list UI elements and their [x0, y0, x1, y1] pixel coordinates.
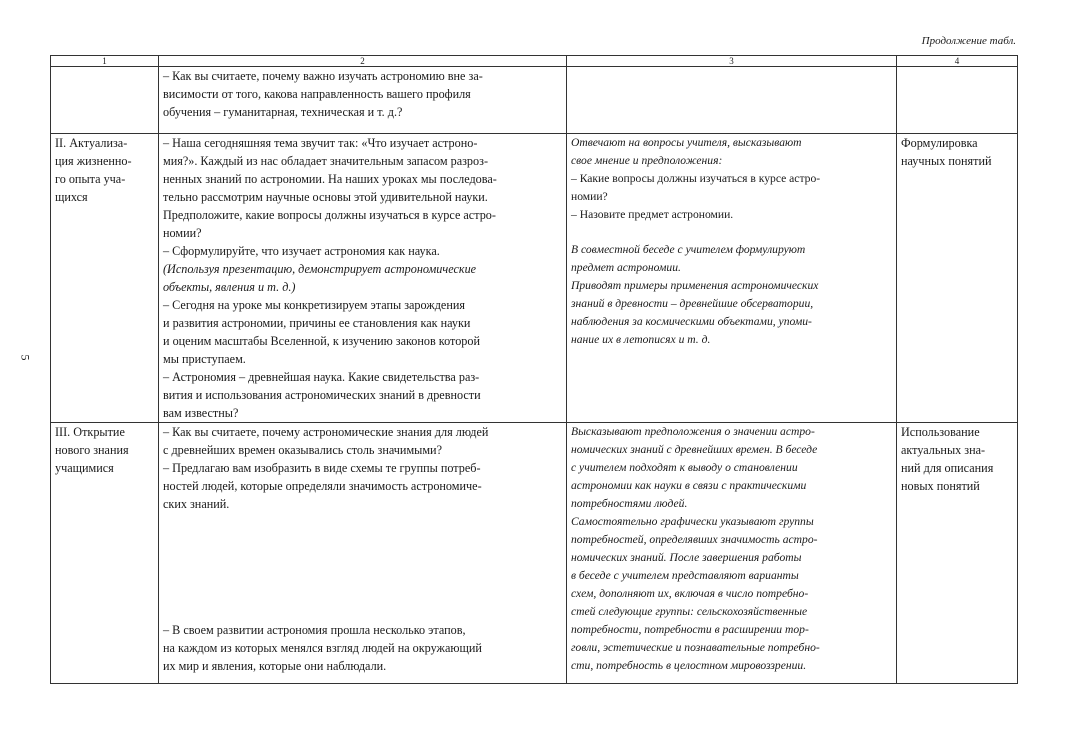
header-cell: 3 [566, 55, 897, 67]
text-line: Приводят примеры применения астрономичес… [571, 279, 819, 292]
text-line: – Как вы считаете, почему важно изучать … [163, 69, 483, 83]
text-line: новых понятий [901, 479, 980, 493]
text-line: номии? [163, 226, 202, 240]
text-line: знаний в древности – древнейшие обсерват… [571, 297, 814, 310]
text-line: потребности, потребности в расширении то… [571, 623, 809, 636]
text-line: астрономии как науки в связи с практичес… [571, 479, 807, 492]
text-line: – Предлагаю вам изобразить в виде схемы … [163, 461, 481, 475]
text-line: стей следующие группы: сельскохозяйствен… [571, 605, 808, 618]
teacher-cell: – Наша сегодняшняя тема звучит так: «Что… [158, 133, 567, 423]
text-line: потребностями людей. [571, 497, 688, 510]
text-line: ция жизненно- [55, 154, 132, 168]
stage-cell [50, 66, 159, 134]
text-line: их мир и явления, которые они наблюдали. [163, 659, 387, 673]
text-line: Использование [901, 425, 980, 439]
text-line: обучения – гуманитарная, техническая и т… [163, 105, 403, 119]
text-line: научных понятий [901, 154, 992, 168]
text-line: – Как вы считаете, почему астрономически… [163, 425, 489, 439]
text-line: – Сегодня на уроке мы конкретизируем эта… [163, 298, 465, 312]
text-line: с древнейших времен оказывались столь зн… [163, 443, 442, 457]
page-number: 5 [18, 354, 33, 361]
text-line: сти, потребность в целостном мировоззрен… [571, 659, 807, 672]
text-line: и оценим масштабы Вселенной, к изучению … [163, 334, 481, 348]
text-line: вам известны? [163, 406, 239, 420]
text-line: потребностей, определявших значимость ас… [571, 533, 818, 546]
text-line: на каждом из которых менялся взгляд люде… [163, 641, 482, 655]
table-row: III. Открытие нового знания учащимися – … [50, 422, 1018, 684]
header-cell: 2 [158, 55, 567, 67]
text-line: – Назовите предмет астрономии. [571, 208, 734, 221]
text-line: висимости от того, какова направленность… [163, 87, 471, 101]
text-line: говли, эстетические и познавательные пот… [571, 641, 820, 654]
text-line: Предположите, какие вопросы должны изуча… [163, 208, 496, 222]
text-line: щихся [55, 190, 88, 204]
text-line: – Астрономия – древнейшая наука. Какие с… [163, 370, 480, 384]
text-line: Формулировка [901, 136, 978, 150]
text-line: и развития астрономии, причины ее станов… [163, 316, 471, 330]
table-row: – Как вы считаете, почему важно изучать … [50, 66, 1018, 134]
table-row: II. Актуализа- ция жизненно- го опыта уч… [50, 133, 1018, 423]
teacher-cell: – Как вы считаете, почему астрономически… [158, 422, 567, 684]
header-cell: 1 [50, 55, 159, 67]
header-row: 1 2 3 4 [50, 55, 1018, 67]
text-line: объекты, явления и т. д.) [163, 280, 296, 294]
student-cell [566, 66, 897, 134]
text-line: нового знания [55, 443, 129, 457]
text-line: актуальных зна- [901, 443, 986, 457]
text-line: вития и использования астрономических зн… [163, 388, 481, 402]
stage-cell: II. Актуализа- ция жизненно- го опыта уч… [50, 133, 159, 423]
text-line: го опыта уча- [55, 172, 126, 186]
text-line: мия?». Каждый из нас обладает значительн… [163, 154, 488, 168]
text-line: номических знаний с древнейших времен. В… [571, 443, 818, 456]
text-line: Отвечают на вопросы учителя, высказывают [571, 136, 802, 149]
text-line: II. Актуализа- [55, 136, 128, 150]
result-cell [896, 66, 1018, 134]
continuation-label: Продолжение табл. [921, 35, 1016, 47]
text-line: номии? [571, 190, 608, 203]
teacher-cell: – Как вы считаете, почему важно изучать … [158, 66, 567, 134]
text-line: в беседе с учителем представляют вариант… [571, 569, 799, 582]
text-line: ностей людей, которые определяли значимо… [163, 479, 482, 493]
result-cell: Формулировка научных понятий [896, 133, 1018, 423]
text-line: III. Открытие [55, 425, 125, 439]
text-line: ний для описания [901, 461, 994, 475]
header-cell: 4 [896, 55, 1018, 67]
student-cell: Отвечают на вопросы учителя, высказывают… [566, 133, 897, 423]
lesson-table: 1 2 3 4 – Как вы считаете, почему важно … [50, 55, 1018, 684]
text-line: Самостоятельно графически указывают груп… [571, 515, 814, 528]
text-line: – Наша сегодняшняя тема звучит так: «Что… [163, 136, 478, 150]
stage-cell: III. Открытие нового знания учащимися [50, 422, 159, 684]
text-line: – Какие вопросы должны изучаться в курсе… [571, 172, 821, 185]
text-line: нание их в летописях и т. д. [571, 333, 711, 346]
text-line: тельно рассмотрим научные основы этой уд… [163, 190, 488, 204]
text-line: ненных знаний по астрономии. На наших ур… [163, 172, 497, 186]
text-line: схем, дополняют их, включая в число потр… [571, 587, 809, 600]
text-line: – В своем развитии астрономия прошла нес… [163, 623, 466, 637]
text-line: мы приступаем. [163, 352, 246, 366]
text-line: – Сформулируйте, что изучает астрономия … [163, 244, 440, 258]
text-line: номических знаний. После завершения рабо… [571, 551, 802, 564]
text-line: наблюдения за космическими объектами, уп… [571, 315, 812, 328]
text-line: свое мнение и предположения: [571, 154, 723, 167]
student-cell: Высказывают предположения о значении аст… [566, 422, 897, 684]
text-line: учащимися [55, 461, 114, 475]
text-line: ских знаний. [163, 497, 230, 511]
text-line: предмет астрономии. [571, 261, 681, 274]
text-line: с учителем подходят к выводу о становлен… [571, 461, 798, 474]
text-line: Высказывают предположения о значении аст… [571, 425, 815, 438]
text-line: (Используя презентацию, демонстрирует ас… [163, 262, 477, 276]
text-line: В совместной беседе с учителем формулиру… [571, 243, 806, 256]
result-cell: Использование актуальных зна- ний для оп… [896, 422, 1018, 684]
